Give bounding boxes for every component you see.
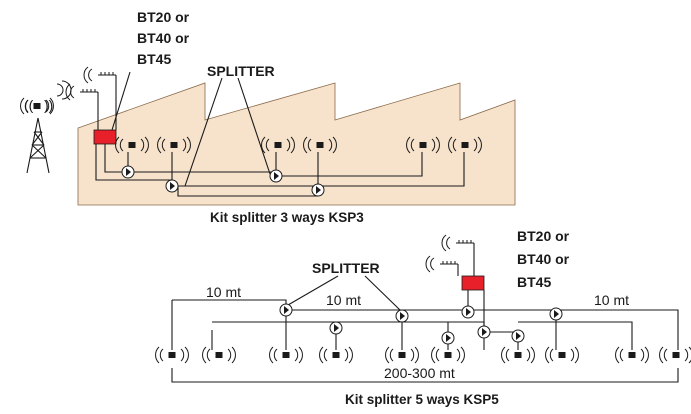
- repeater-device: [93, 129, 117, 145]
- splitter-icon: [279, 303, 293, 317]
- splitter-icon: [329, 321, 343, 335]
- device-label-line: BT20 or: [137, 9, 190, 25]
- splitter-icon: [269, 169, 283, 183]
- distance-label-right: 10 mt: [594, 292, 629, 308]
- diagram-caption: Kit splitter 5 ways KSP5: [345, 392, 499, 407]
- device-label-line: BT20 or: [517, 228, 570, 244]
- indoor-antenna-icon: [659, 346, 691, 364]
- splitter-icon: [511, 329, 525, 343]
- device-label-line: BT40 or: [517, 251, 570, 267]
- splitter-label: SPLITTER: [312, 260, 380, 276]
- splitter-label: SPLITTER: [207, 63, 275, 79]
- splitter-icon: [311, 183, 325, 197]
- factory-building: [77, 82, 516, 206]
- indoor-antenna-icon: [545, 346, 579, 364]
- splitter-icon: [165, 179, 179, 193]
- device-label-line: BT40 or: [137, 30, 190, 46]
- splitter-icon: [461, 305, 475, 319]
- distance-label-left: 10 mt: [206, 284, 241, 300]
- bottom-diagram: BT20 or BT40 or BT45 SPLITTER 10 mt 10 m…: [155, 228, 691, 407]
- top-diagram: (( )): [20, 9, 516, 225]
- distance-label-mid: 10 mt: [326, 292, 361, 308]
- splitter-icon: [441, 331, 455, 345]
- svg-text:)): )): [44, 97, 53, 113]
- yagi-antenna-icon: [425, 255, 459, 273]
- splitter-icon: [121, 165, 135, 179]
- indoor-antenna-icon: [202, 346, 236, 364]
- device-label-line: BT45: [517, 274, 551, 290]
- splitter-icon: [549, 307, 563, 321]
- repeater-device: [461, 275, 485, 291]
- radio-tower-icon: (( )): [20, 97, 54, 174]
- splitter-icon: [395, 309, 409, 323]
- diagram-caption: Kit splitter 3 ways KSP3: [210, 210, 364, 225]
- yagi-antenna-icon: [83, 66, 117, 84]
- svg-text:((: ((: [24, 97, 34, 113]
- yagi-antenna-icon: [441, 234, 475, 252]
- span-label: 200-300 mt: [384, 365, 455, 381]
- splitter-icon: [477, 325, 491, 339]
- device-label-line: BT45: [137, 51, 171, 67]
- signal-wave-icon: [56, 80, 72, 100]
